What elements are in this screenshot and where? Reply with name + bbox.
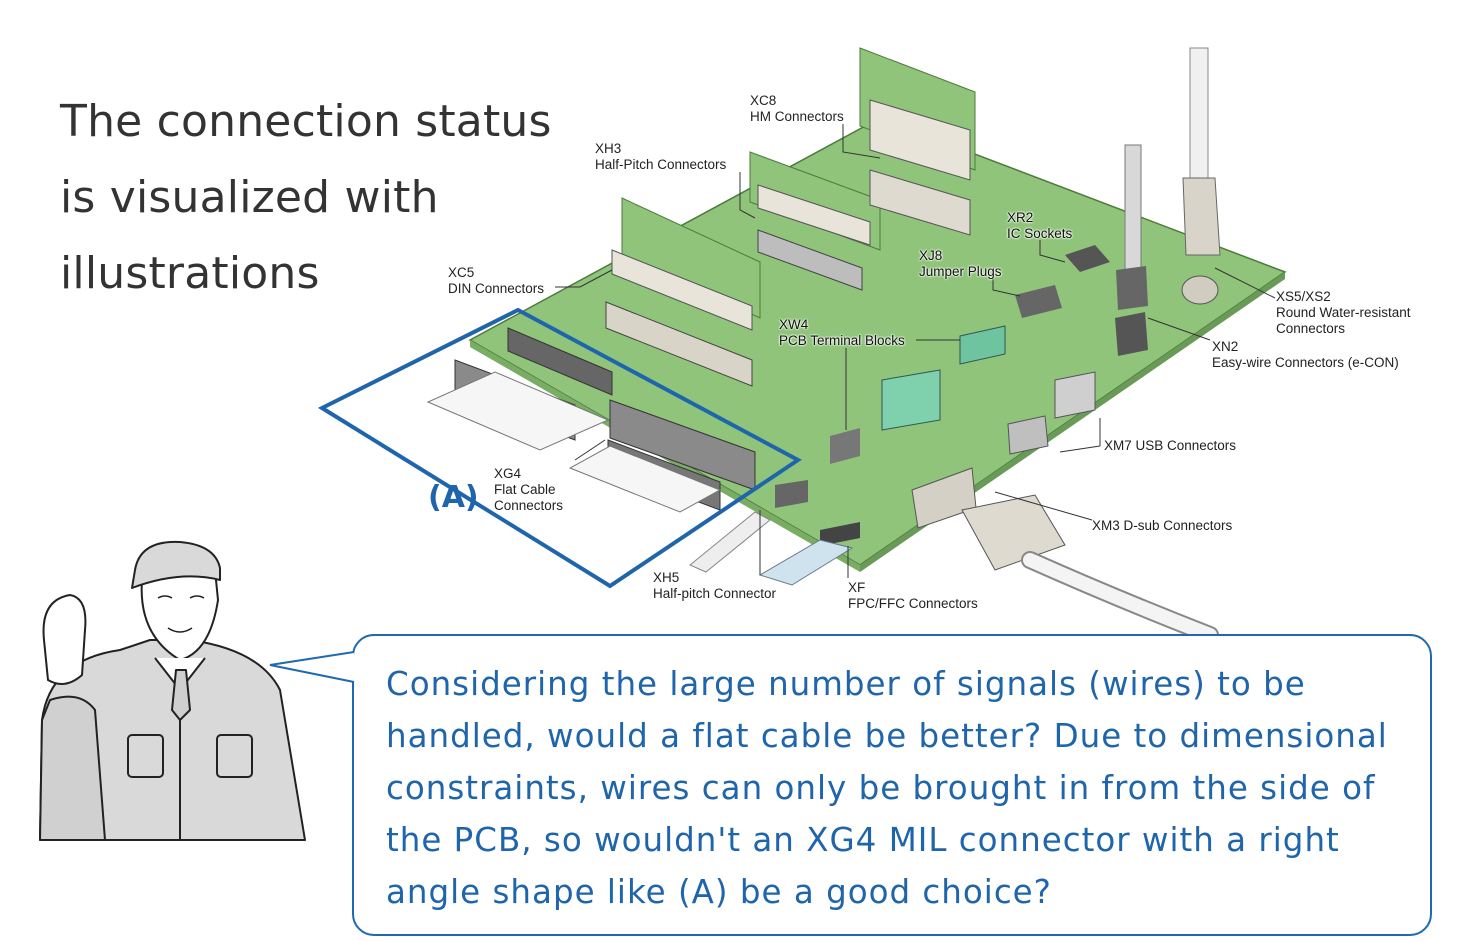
- ffc-cable: [758, 539, 854, 586]
- label-code: XF: [848, 580, 866, 595]
- label-xf: XF FPC/FFC Connectors: [848, 580, 978, 612]
- highlight-a-label: (A): [428, 480, 479, 515]
- hm-connector: [869, 99, 971, 181]
- label-code: XR2: [1007, 210, 1034, 225]
- xg4-header-top: [507, 327, 613, 396]
- half-pitch-small-connector: [830, 428, 860, 464]
- label-name: XM7 USB Connectors: [1104, 438, 1237, 453]
- worker-illustration: [39, 540, 306, 841]
- worker-cap: [131, 540, 221, 589]
- worker-pocket-right: [216, 734, 253, 778]
- label-code: XC5: [448, 265, 475, 280]
- label-name-line2: Connectors: [1276, 321, 1346, 336]
- label-xr2: XR2 IC Sockets: [1007, 210, 1072, 242]
- label-code: XH5: [653, 570, 680, 585]
- label-xw4: XW4 PCB Terminal Blocks: [779, 317, 905, 349]
- label-name: Flat Cable: [494, 482, 556, 497]
- label-name: DIN Connectors: [448, 281, 545, 296]
- label-name: XM3 D-sub Connectors: [1092, 518, 1233, 533]
- usb-connector-b: [1007, 415, 1049, 455]
- speech-bubble-text: Considering the large number of signals …: [386, 665, 1388, 911]
- econ-plug: [1116, 266, 1148, 310]
- flat-cable-left: [426, 371, 610, 451]
- din-daughter-board: [621, 197, 761, 319]
- fpc-connector: [820, 522, 860, 546]
- label-code: XJ8: [919, 248, 943, 263]
- label-xs5-xs2: XS5/XS2 Round Water-resistant Connectors: [1276, 289, 1411, 337]
- label-xc8: XC8 HM Connectors: [750, 93, 844, 125]
- worker-arm: [39, 695, 106, 841]
- dsub-plug: [961, 494, 1066, 571]
- label-xc5: XC5 DIN Connectors: [448, 265, 544, 297]
- label-xm3: XM3 D-sub Connectors: [1092, 518, 1232, 534]
- label-code: XC8: [750, 93, 777, 108]
- label-name: IC Sockets: [1007, 226, 1073, 241]
- terminal-block-large: [881, 369, 941, 431]
- label-code: XG4: [494, 466, 522, 481]
- headline: The connection status is visualized with…: [60, 96, 552, 299]
- jumper-plug: [1015, 285, 1062, 318]
- highlight-a-outline: [317, 307, 802, 589]
- label-name: Jumper Plugs: [919, 264, 1002, 279]
- label-name: Easy-wire Connectors (e-CON): [1212, 355, 1399, 370]
- label-code: XW4: [779, 317, 809, 332]
- label-xh3: XH3 Half-Pitch Connectors: [595, 141, 726, 173]
- label-name: HM Connectors: [750, 109, 844, 124]
- flat-cable-right: [568, 445, 722, 513]
- speech-bubble: [352, 634, 1432, 936]
- label-xj8: XJ8 Jumper Plugs: [919, 248, 1002, 280]
- label-xh5: XH5 Half-pitch Connector: [653, 570, 776, 602]
- worker-pocket-left: [127, 734, 164, 778]
- label-xn2: XN2 Easy-wire Connectors (e-CON): [1212, 339, 1399, 371]
- ic-socket: [1065, 245, 1110, 272]
- usb-connector-a: [1054, 371, 1096, 419]
- label-code: XH3: [595, 141, 622, 156]
- din-connector-top: [611, 249, 753, 331]
- worker-jacket: [39, 639, 306, 841]
- half-pitch-connector-top: [757, 184, 871, 246]
- xh5-connector: [775, 480, 808, 508]
- label-xg4: XG4 Flat Cable Connectors: [494, 466, 563, 514]
- terminal-block-small: [959, 325, 1006, 365]
- round-connector-plug: [1182, 177, 1221, 256]
- label-name: PCB Terminal Blocks: [779, 333, 905, 348]
- label-name-line2: Connectors: [494, 498, 564, 513]
- label-xm7: XM7 USB Connectors: [1104, 438, 1236, 454]
- label-name: Round Water-resistant: [1276, 305, 1411, 320]
- round-connector-socket: [1181, 275, 1219, 305]
- econ-connector: [1115, 312, 1148, 356]
- worker-tie: [171, 669, 191, 721]
- label-code: XN2: [1212, 339, 1239, 354]
- worker-fist: [42, 594, 87, 685]
- label-code: XS5/XS2: [1276, 289, 1331, 304]
- label-name: Half-Pitch Connectors: [595, 157, 727, 172]
- label-name: FPC/FFC Connectors: [848, 596, 978, 611]
- label-name: Half-pitch Connector: [653, 586, 777, 601]
